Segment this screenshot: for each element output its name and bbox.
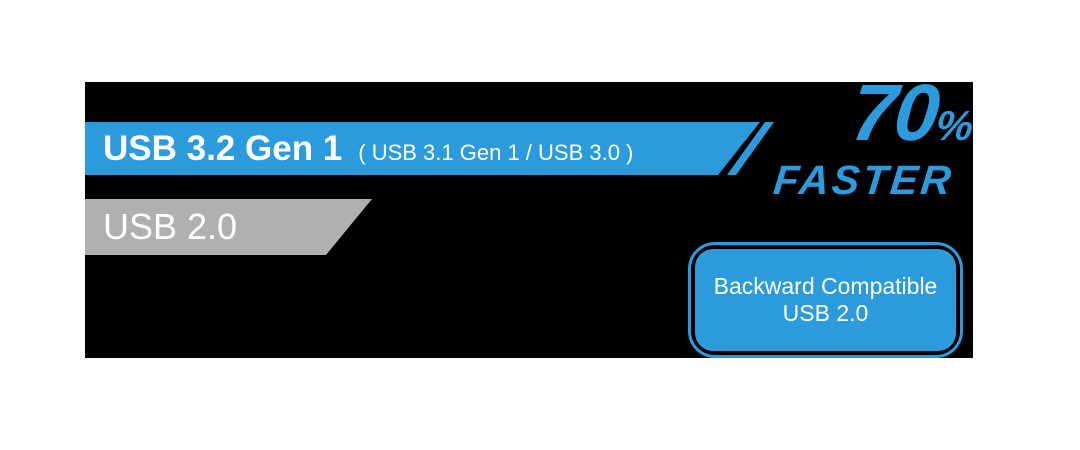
backward-compatible-badge-fill: Backward Compatible USB 2.0 — [695, 249, 956, 351]
percent-line: 70% — [744, 68, 978, 157]
badge-line2: USB 2.0 — [782, 300, 869, 326]
faster-label: FASTER — [771, 157, 956, 203]
usb20-speed-bar: USB 2.0 — [85, 199, 372, 255]
percent-value: 70 — [847, 68, 942, 157]
backward-compatible-badge: Backward Compatible USB 2.0 — [688, 242, 963, 358]
usb20-bar-label: USB 2.0 — [103, 206, 238, 247]
faster-callout: 70% FASTER — [740, 68, 978, 203]
badge-line1: Backward Compatible — [713, 273, 938, 299]
usb32-speed-bar: USB 3.2 Gen 1 ( USB 3.1 Gen 1 / USB 3.0 … — [85, 122, 760, 175]
usb32-bar-sublabel: ( USB 3.1 Gen 1 / USB 3.0 ) — [358, 140, 634, 165]
percent-sign: % — [933, 102, 976, 149]
usb32-bar-label: USB 3.2 Gen 1 — [103, 129, 343, 168]
